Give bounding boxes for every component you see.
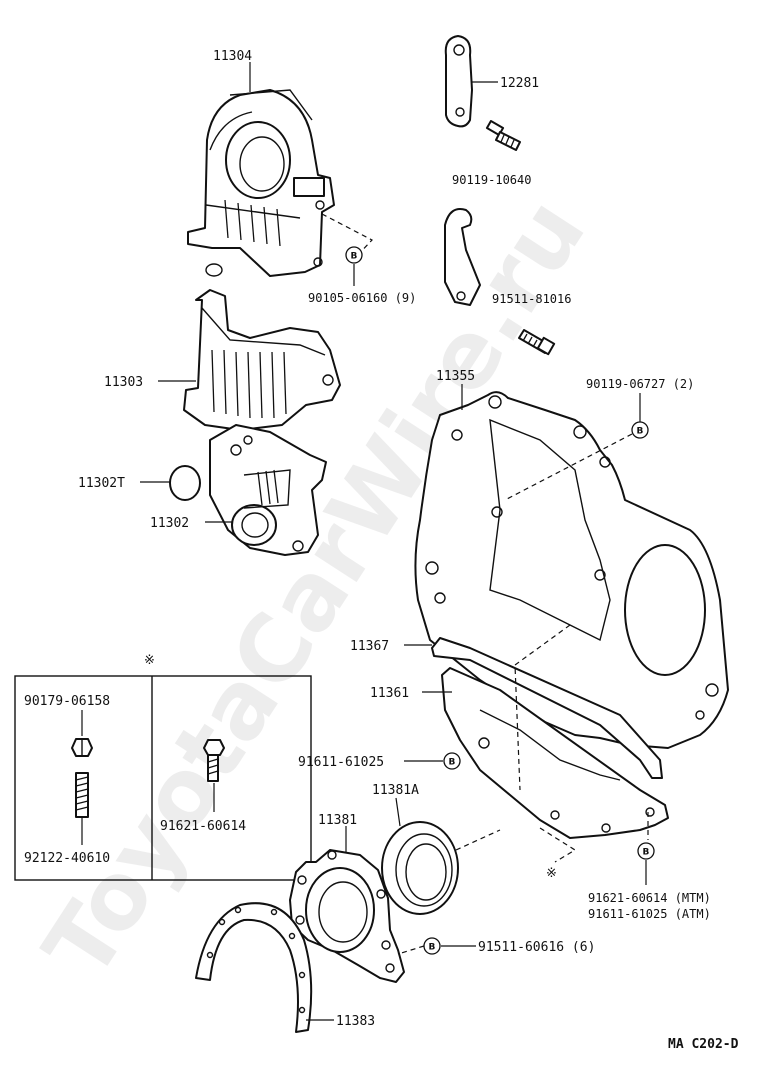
label-11381A: 11381A [372,783,419,798]
engine-hanger-12281 [444,35,473,128]
timing-cover-upper [187,89,335,277]
label-90119-06727: 90119-06727 (2) [586,377,694,391]
gasket-11383 [195,902,313,1033]
bubble-letter: B [449,758,456,768]
bubble-90105 [345,246,363,264]
bolt-90119-10640 [485,120,521,151]
bolt-box [14,675,312,881]
label-91611-61025-atm: 91611-61025 (ATM) [588,907,711,921]
label-11383: 11383 [336,1014,375,1029]
asterisk-mark: ※ [546,866,557,881]
label-90105-06160: 90105-06160 (9) [308,291,416,305]
retainer-11381 [289,849,405,983]
bubble-letter: B [637,427,644,437]
stud-92122-40610 [75,772,89,818]
bubble-letter: B [429,943,436,953]
label-11361: 11361 [370,686,409,701]
bolt-91621-60614 [203,739,225,782]
nut-90179-06158 [71,738,93,757]
label-11381: 11381 [318,813,357,828]
bubble-mtm-atm [637,842,655,860]
label-91611-61025: 91611-61025 [298,755,384,770]
label-11302: 11302 [150,516,189,531]
label-11355: 11355 [436,369,475,384]
engine-hanger-2 [444,208,481,306]
timing-cover-middle [183,263,341,431]
label-11304: 11304 [213,49,252,64]
label-90179-06158: 90179-06158 [24,694,110,709]
bolt-91511-81016 [518,329,556,356]
label-11367: 11367 [350,639,389,654]
bubble-90119-06727 [631,421,649,439]
bubble-letter: B [643,848,650,858]
asterisk-box: ※ [144,653,155,668]
timing-cover-lower [209,424,327,556]
label-90119-10640: 90119-10640 [452,173,531,187]
label-91511-81016: 91511-81016 [492,292,571,306]
diagram-code: MA C202-D [668,1037,739,1052]
label-12281: 12281 [500,76,539,91]
bubble-letter: B [351,252,358,262]
label-91511-60616: 91511-60616 (6) [478,940,595,955]
bubble-91611-61025 [443,752,461,770]
label-91621-60614: 91621-60614 [160,819,246,834]
cover-plug [169,465,201,501]
label-11303: 11303 [104,375,143,390]
label-92122-40610: 92122-40610 [24,851,110,866]
label-11302T: 11302T [78,476,125,491]
oil-seal-11381A [381,821,459,915]
plate-11361 [441,667,669,839]
label-91621-60614-mtm: 91621-60614 (MTM) [588,891,711,905]
plate-11367 [431,637,663,779]
